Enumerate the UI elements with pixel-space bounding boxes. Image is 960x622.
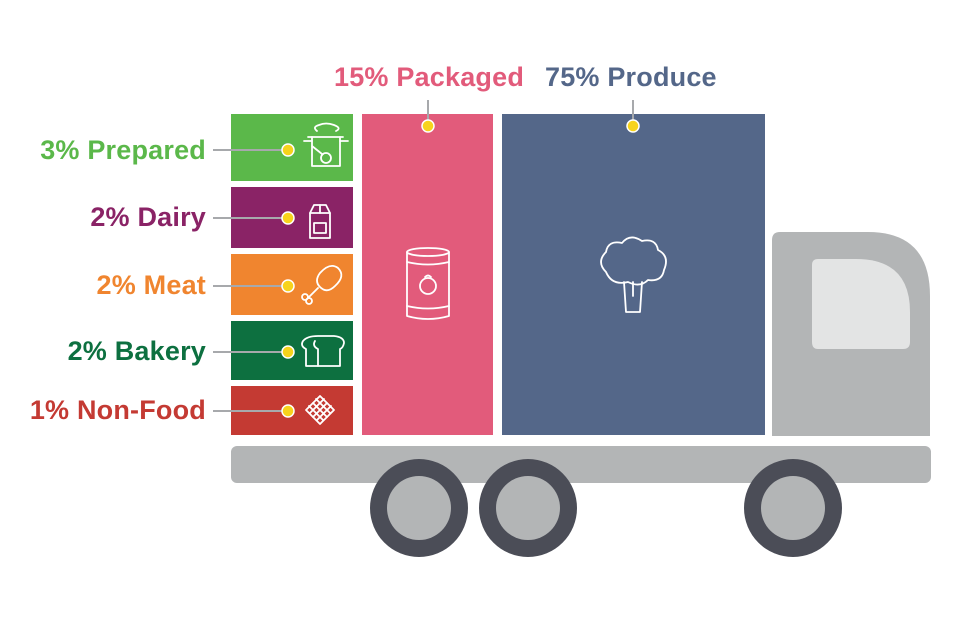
produce-block: [502, 114, 765, 435]
prepared-dot: [281, 143, 295, 157]
drumstick-icon: [301, 264, 343, 305]
nonfood-label: 1% Non-Food: [29, 395, 206, 425]
milk-carton-icon: [309, 204, 331, 239]
nonfood-dot: [281, 404, 295, 418]
truck-wheel-1: [370, 459, 468, 557]
packaged-dot: [421, 119, 435, 133]
truck-wheel-3: [744, 459, 842, 557]
prepared-label: 3% Prepared: [40, 135, 206, 165]
dairy-label: 2% Dairy: [90, 202, 206, 232]
tomato-can-icon: [406, 247, 450, 320]
sponge-icon: [305, 395, 335, 425]
cooking-pot-icon: [303, 122, 349, 167]
bakery-label: 2% Bakery: [67, 336, 206, 366]
broccoli-icon: [600, 236, 667, 313]
packaged-block: [362, 114, 493, 435]
produce-dot: [626, 119, 640, 133]
truck-window: [812, 259, 910, 349]
dairy-dot: [281, 211, 295, 225]
bread-loaf-icon: [301, 335, 345, 367]
produce-label: 75% Produce: [545, 62, 717, 92]
meat-dot: [281, 279, 295, 293]
packaged-label: 15% Packaged: [334, 62, 525, 92]
truck-wheel-2: [479, 459, 577, 557]
meat-label: 2% Meat: [96, 270, 206, 300]
bakery-dot: [281, 345, 295, 359]
